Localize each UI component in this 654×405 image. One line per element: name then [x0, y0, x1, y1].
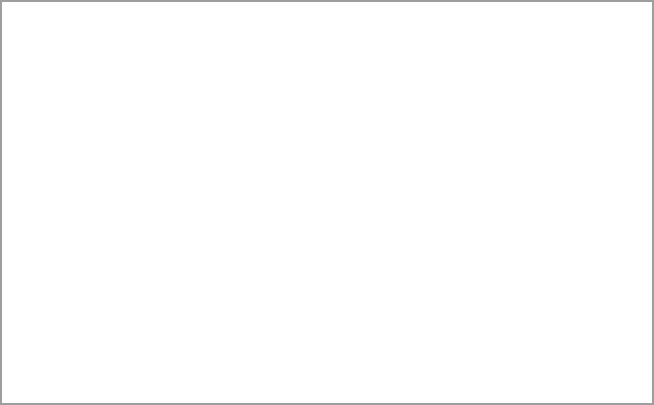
node-section[interactable]: Section: [241, 357, 435, 395]
node-school-year[interactable]: School Year: [8, 43, 184, 81]
node-course-offering[interactable]: Course Offering: [241, 277, 435, 315]
node-grading-period[interactable]: Grading Period: [8, 81, 184, 119]
node-label: Course Template: [37, 227, 175, 248]
edge-course-offering-to-term: [435, 124, 567, 297]
node-label: School: [310, 170, 366, 191]
node-label: Organization: [286, 13, 390, 34]
edge-course-offering-to-template: [98, 261, 241, 297]
node-school[interactable]: School: [241, 162, 435, 200]
edge-school-year-to-organization: [184, 18, 237, 63]
node-label: Term: [538, 90, 580, 111]
node-label: Section: [307, 365, 369, 386]
node-label: Course Offering: [273, 285, 403, 306]
node-label: District: [310, 90, 366, 111]
node-term[interactable]: Term: [474, 82, 644, 120]
node-label: Grading Period: [34, 89, 158, 110]
node-course-template[interactable]: Course Template: [9, 219, 203, 257]
edge-course-template-to-school: [103, 175, 237, 219]
node-organization[interactable]: Organization: [241, 5, 435, 43]
node-district[interactable]: District: [241, 82, 435, 120]
node-label: School Year: [47, 51, 145, 72]
edge-term-to-organization: [439, 18, 562, 82]
